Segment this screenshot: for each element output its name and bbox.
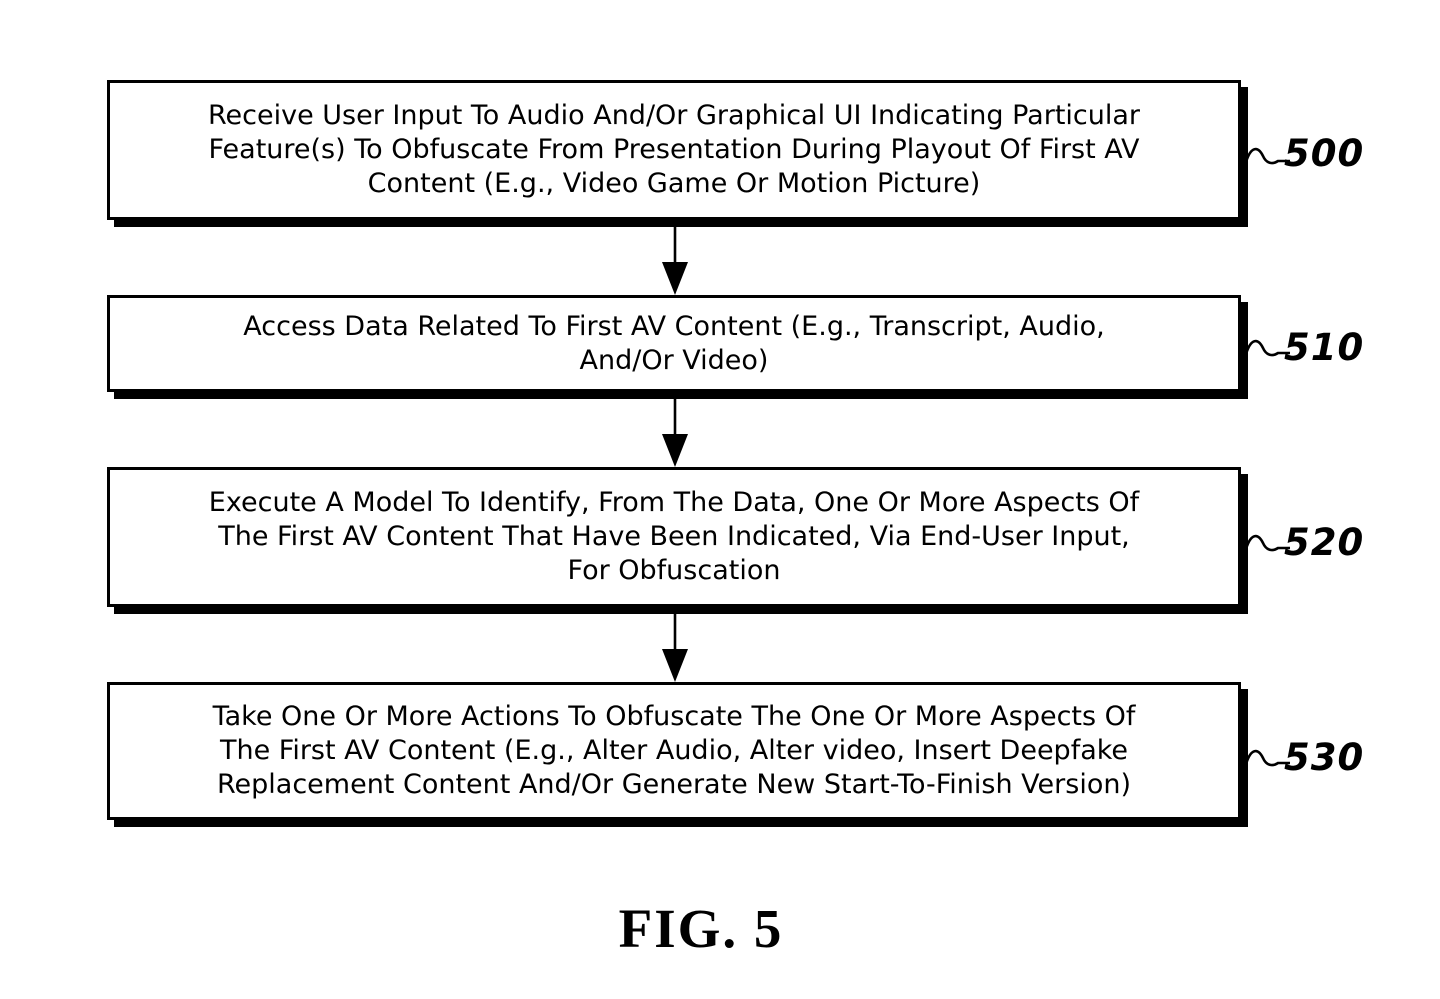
ref-numeral-530: 530 [1284, 736, 1365, 779]
flow-step-box-510: Access Data Related To First AV Content … [107, 295, 1241, 392]
flow-step-text-500: Receive User Input To Audio And/Or Graph… [207, 100, 1141, 199]
flow-step-box-500: Receive User Input To Audio And/Or Graph… [107, 80, 1241, 220]
flow-arrow-icon [662, 607, 688, 682]
flow-step-box-530: Take One Or More Actions To Obfuscate Th… [107, 682, 1241, 820]
flow-arrow-icon [662, 220, 688, 295]
lead-line-500-icon [1245, 147, 1290, 165]
flow-arrow-icon [662, 392, 688, 467]
flow-step-box-520: Execute A Model To Identify, From The Da… [107, 467, 1241, 607]
lead-line-520-icon [1245, 534, 1290, 552]
ref-numeral-510: 510 [1284, 326, 1365, 369]
flow-step-text-530: Take One Or More Actions To Obfuscate Th… [212, 701, 1136, 800]
figure-caption: FIG. 5 [618, 898, 784, 959]
flow-step-text-520: Execute A Model To Identify, From The Da… [208, 487, 1140, 586]
ref-numeral-520: 520 [1284, 521, 1365, 564]
flow-step-text-510: Access Data Related To First AV Content … [243, 310, 1105, 376]
lead-line-530-icon [1245, 749, 1290, 767]
ref-numeral-500: 500 [1284, 132, 1365, 175]
lead-line-510-icon [1245, 339, 1290, 357]
